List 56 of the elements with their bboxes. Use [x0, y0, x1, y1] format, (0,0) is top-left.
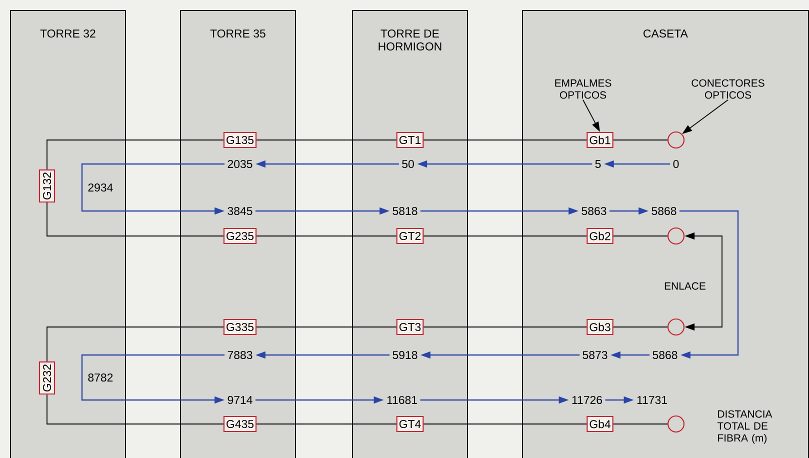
distance-value: 5818	[392, 206, 418, 216]
distance-value: 11726	[572, 396, 602, 404]
annotation-text: CONECTORES OPTICOS	[692, 79, 764, 99]
edge-label: 2934	[88, 183, 113, 192]
splice-box: Gb1	[586, 132, 614, 148]
splice-box: G135	[223, 132, 257, 148]
fibre-line	[46, 394, 224, 424]
distance-value: 5868	[652, 206, 676, 216]
column-band	[180, 10, 296, 458]
splice-box: G132	[38, 169, 56, 203]
column-heading: TORRE 32	[40, 29, 96, 38]
annotation-text: DISTANCIA TOTAL DE FIBRA (m)	[717, 410, 772, 444]
connector-circle	[667, 227, 685, 245]
distance-value: 11681	[387, 396, 417, 404]
fibre-line	[256, 326, 397, 328]
fibre-line	[423, 326, 588, 328]
column-band	[352, 10, 468, 458]
distance-value: 5	[595, 160, 601, 168]
fibre-line	[46, 202, 224, 236]
splice-box: GT4	[396, 416, 424, 432]
column-heading: CASETA	[644, 29, 688, 38]
distance-value: 5873	[582, 350, 608, 360]
annotation-text: EMPALMES OPTICOS	[555, 79, 612, 99]
splice-box: GT3	[396, 318, 424, 336]
distance-value: 11731	[637, 396, 667, 404]
column-heading: TORRE 35	[210, 29, 266, 38]
column-band	[522, 10, 809, 458]
connector-circle	[667, 318, 685, 336]
edge-label: 8782	[88, 373, 113, 382]
splice-box: G435	[223, 416, 257, 432]
distance-value: 3845	[228, 206, 252, 216]
fibre-line	[46, 326, 224, 362]
distance-value: 7883	[228, 350, 252, 360]
fibre-line	[612, 326, 668, 328]
connector-circle	[667, 415, 685, 433]
splice-box: G232	[38, 361, 56, 395]
connector-circle	[667, 131, 685, 149]
splice-box: G335	[223, 318, 257, 336]
splice-box: Gb3	[586, 318, 614, 336]
splice-box: Gb2	[586, 228, 614, 244]
distance-value: 2035	[228, 160, 252, 168]
distance-value: 5918	[392, 350, 418, 360]
splice-box: GT1	[396, 132, 424, 148]
distance-value: 50	[402, 160, 414, 168]
annotation-text: ENLACE	[664, 282, 706, 290]
distance-value: 0	[673, 160, 679, 168]
distance-value: 9714	[228, 396, 252, 404]
column-band	[10, 10, 126, 458]
column-heading: TORRE DE HORMIGON	[378, 29, 442, 50]
distance-arrow	[679, 210, 739, 359]
splice-box: Gb4	[586, 416, 614, 432]
splice-box: GT2	[396, 228, 424, 244]
distance-value: 5868	[652, 350, 678, 360]
distance-value: 5863	[582, 206, 606, 216]
fibre-line	[46, 140, 224, 170]
splice-box: G235	[223, 228, 257, 244]
